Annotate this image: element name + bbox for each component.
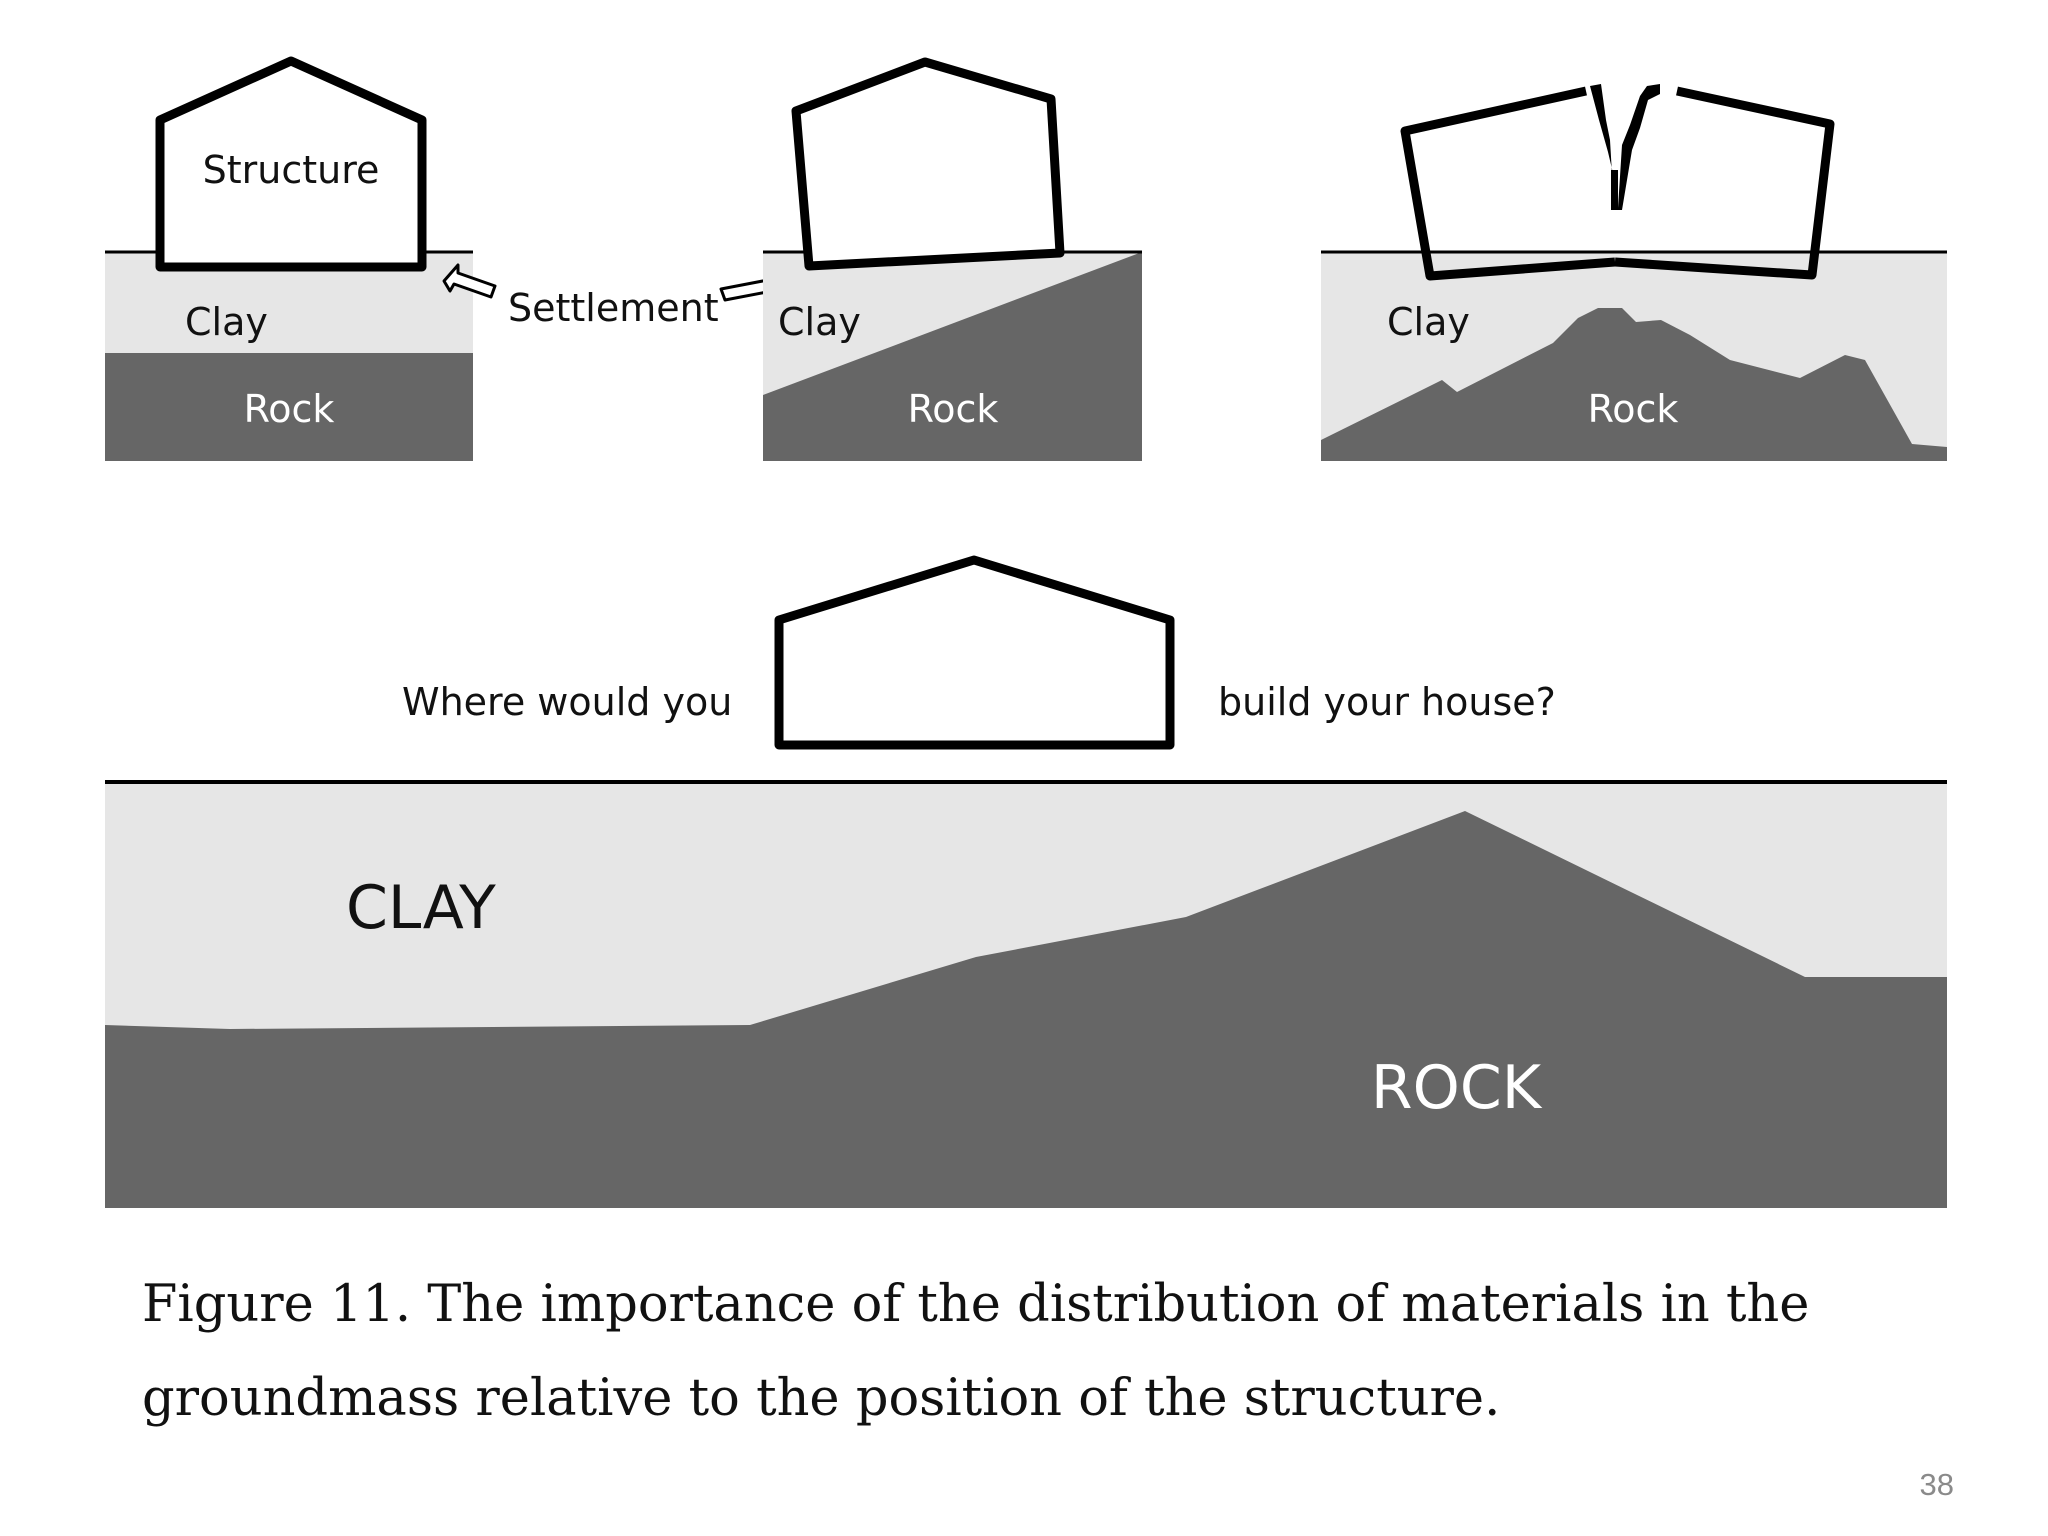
clay-label: CLAY [346, 873, 496, 943]
panel-irregular-rock: Clay Rock [1321, 84, 1947, 461]
rock-layer [105, 353, 473, 461]
caption-line-2: groundmass relative to the position of t… [142, 1369, 1501, 1428]
ground-cross-section: CLAY ROCK [105, 780, 1947, 1208]
clay-label: Clay [778, 300, 861, 344]
panel-inclined-rock: Clay Rock [763, 57, 1142, 461]
crack-fissure [1590, 84, 1660, 210]
rock-label: Rock [244, 387, 335, 431]
rock-layer [763, 252, 1142, 461]
candidate-house [774, 555, 1175, 750]
crack-stem [1611, 170, 1618, 210]
settlement-label: Settlement [508, 286, 719, 330]
tilted-house [791, 57, 1065, 271]
question-row: Where would you build your house? [402, 555, 1556, 750]
rock-layer [1321, 308, 1947, 461]
clay-label: Clay [1387, 300, 1470, 344]
settlement-callout: Settlement [442, 263, 788, 330]
cracked-house-left [1400, 86, 1616, 281]
figure-caption: Figure 11. The importance of the distrib… [142, 1258, 1942, 1446]
rock-label: Rock [908, 387, 999, 431]
rock-label: ROCK [1371, 1053, 1543, 1123]
page-number: 38 [1919, 1467, 1954, 1502]
question-left-text: Where would you [402, 680, 732, 724]
rock-label: Rock [1588, 387, 1679, 431]
panel-uniform-layers: Structure Clay Rock [105, 56, 473, 461]
caption-line-1: Figure 11. The importance of the distrib… [142, 1275, 1810, 1334]
arrow-left-icon [442, 263, 497, 299]
structure-house [155, 56, 427, 272]
cracked-house-right [1614, 86, 1835, 280]
question-right-text: build your house? [1218, 680, 1556, 724]
structure-label: Structure [203, 148, 380, 192]
clay-label: Clay [185, 300, 268, 344]
rock-layer [105, 811, 1947, 1208]
